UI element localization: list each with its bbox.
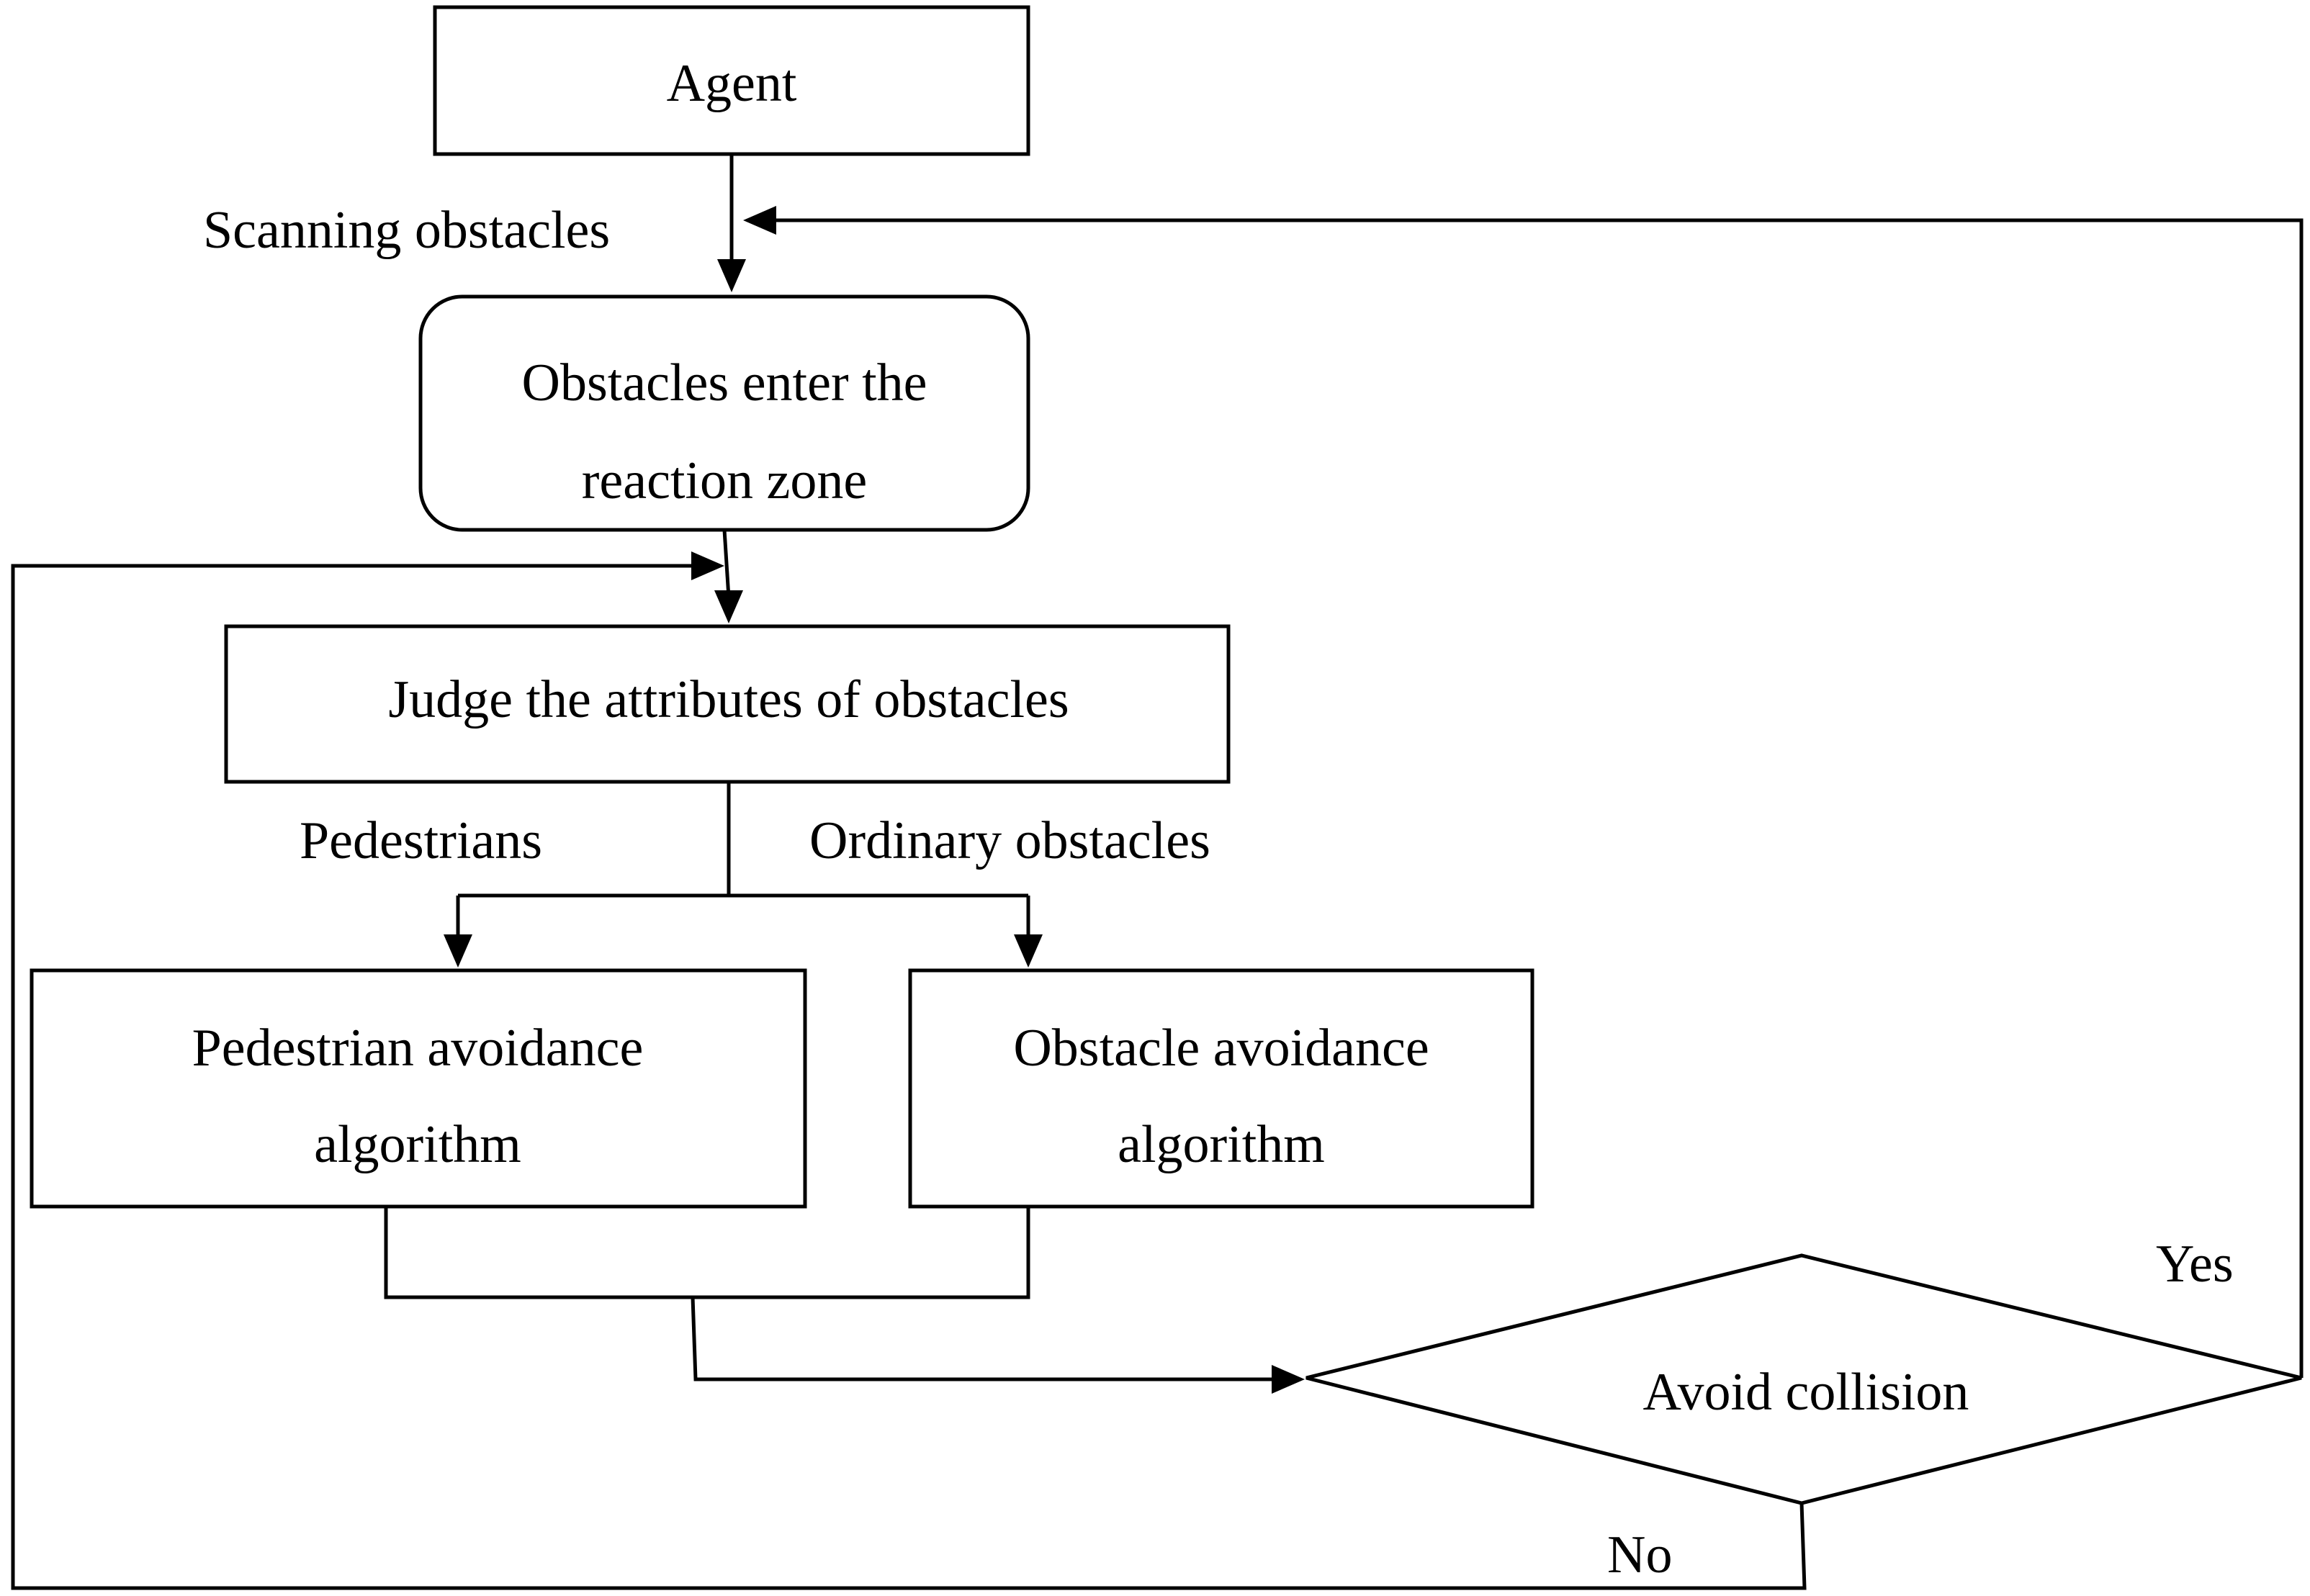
edge-merge-to-decision xyxy=(384,1207,1305,1394)
arrowhead-down-icon xyxy=(714,590,743,623)
judge-box xyxy=(224,624,1231,784)
node-obstacle-algorithm: Obstacle avoidance algorithm xyxy=(908,968,1534,1209)
judge-label: Judge the attributes of obstacles xyxy=(388,670,1069,729)
arrowhead-right-icon xyxy=(691,551,724,580)
agent-label: Agent xyxy=(667,54,797,113)
node-avoid-collision: Avoid collision xyxy=(1305,1253,2302,1505)
edge-merge-from-pedestrian xyxy=(384,1207,1030,1299)
obstacle-algorithm-box xyxy=(908,968,1534,1209)
obstacle-algorithm-line1: Obstacle avoidance xyxy=(1013,1019,1429,1078)
reaction-zone-line2: reaction zone xyxy=(582,451,868,510)
edge-no-loop-line xyxy=(11,564,1807,1590)
reaction-zone-line1: Obstacles enter the xyxy=(522,353,927,412)
pedestrian-algorithm-box xyxy=(30,968,807,1209)
edge-no-loop xyxy=(11,551,1807,1590)
node-pedestrian-algorithm: Pedestrian avoidance algorithm xyxy=(30,968,807,1209)
edge-merge-to-decision-line xyxy=(691,1297,1277,1381)
edge-to-obstacle-algorithm xyxy=(1014,896,1043,968)
pedestrian-algorithm-line1: Pedestrian avoidance xyxy=(192,1019,644,1078)
node-reaction-zone: Obstacles enter the reaction zone xyxy=(418,294,1030,532)
label-no: No xyxy=(1607,1525,1672,1584)
label-yes: Yes xyxy=(2156,1235,2234,1294)
label-ordinary-obstacles: Ordinary obstacles xyxy=(809,811,1210,870)
arrowhead-down-icon xyxy=(717,259,746,292)
edge-judge-split xyxy=(458,782,1028,898)
edge-zone-to-judge xyxy=(714,529,743,623)
node-judge-attributes: Judge the attributes of obstacles xyxy=(224,624,1231,784)
arrowhead-left-icon xyxy=(743,206,776,235)
arrowhead-down-icon xyxy=(1014,934,1043,968)
edge-to-pedestrian-algorithm xyxy=(444,896,472,968)
edge-agent-to-zone xyxy=(717,154,746,292)
pedestrian-algorithm-line2: algorithm xyxy=(314,1115,521,1174)
edge-yes-loop-line xyxy=(773,218,2304,1378)
obstacle-algorithm-line2: algorithm xyxy=(1118,1115,1325,1174)
node-agent: Agent xyxy=(433,5,1030,156)
arrowhead-down-icon xyxy=(444,934,472,968)
arrowhead-right-icon xyxy=(1272,1365,1305,1394)
avoid-collision-label: Avoid collision xyxy=(1643,1363,1969,1422)
label-pedestrians: Pedestrians xyxy=(300,811,542,870)
label-scanning-obstacles: Scanning obstacles xyxy=(203,201,610,260)
agent-box xyxy=(433,5,1030,156)
edge-zone-to-judge-line xyxy=(722,529,731,598)
edge-yes-loop xyxy=(743,206,2304,1378)
